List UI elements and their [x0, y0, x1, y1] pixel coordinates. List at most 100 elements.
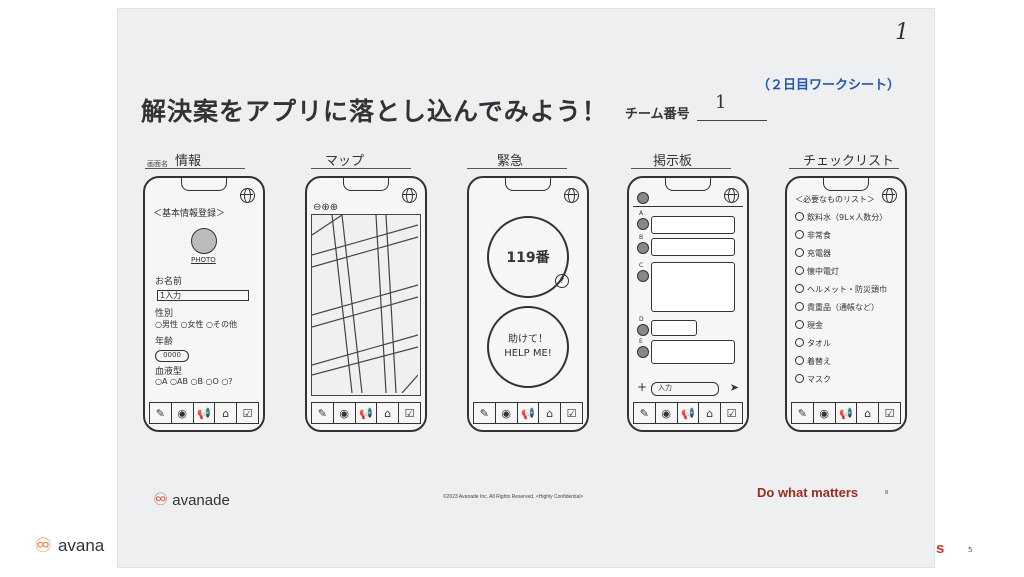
phone-board-screen: A B C D E + 入力 ➤ ✎ ◉ 📢 ⌂ ☑: [627, 176, 749, 432]
screen-label-info: 情報: [145, 150, 245, 169]
checklist-item[interactable]: 現金: [795, 320, 823, 331]
avatar: [637, 218, 649, 230]
checkbox-icon[interactable]: ☑: [404, 406, 415, 420]
checkbox-icon[interactable]: ☑: [726, 406, 737, 420]
check-circle-icon[interactable]: [795, 212, 804, 221]
send-icon[interactable]: ➤: [729, 381, 739, 394]
check-circle-icon[interactable]: [795, 374, 804, 383]
check-circle-icon[interactable]: [795, 284, 804, 293]
slide-page-number: 5: [968, 546, 973, 554]
checklist-item[interactable]: タオル: [795, 338, 831, 349]
message-bubble[interactable]: [651, 216, 735, 234]
screen-label-board: 掲示板: [631, 150, 731, 169]
check-circle-icon[interactable]: [795, 266, 804, 275]
gender-options[interactable]: ○男性 ○女性 ○その他: [155, 320, 238, 329]
map-pin-icon[interactable]: ◉: [334, 403, 356, 423]
check-circle-icon[interactable]: [795, 302, 804, 311]
house-icon[interactable]: ⌂: [857, 403, 880, 423]
zoom-controls[interactable]: ⊖⊕⊕: [313, 202, 339, 213]
worksheet-page-number: 1: [895, 20, 909, 45]
memo-icon[interactable]: ✎: [634, 403, 656, 423]
check-circle-icon[interactable]: [795, 338, 804, 347]
phone-notch: [823, 178, 869, 191]
screen-label-map: マップ: [311, 150, 411, 169]
photo-label[interactable]: PHOTO: [191, 256, 216, 264]
footer-page-number: 8: [885, 490, 889, 496]
map-pin-icon[interactable]: ◉: [656, 403, 678, 423]
checklist-item[interactable]: 非常食: [795, 230, 831, 241]
checklist-item[interactable]: ヘルメット・防災頭巾: [795, 284, 887, 295]
poster-letter: D: [639, 316, 644, 323]
memo-icon[interactable]: ✎: [792, 403, 814, 423]
screen-label-emergency-text: 緊急: [497, 154, 524, 169]
map-pin-icon[interactable]: ◉: [496, 403, 518, 423]
checklist-item-label: 懐中電灯: [807, 267, 839, 276]
phone-notch: [665, 178, 711, 191]
memo-icon[interactable]: ✎: [312, 403, 334, 423]
label-line: [145, 168, 245, 169]
footer-copyright: ©2023 Avanade Inc. All Rights Reserved. …: [443, 494, 584, 500]
screen-label-map-text: マップ: [325, 154, 365, 169]
help-question-icon[interactable]: ?: [555, 274, 569, 288]
house-icon[interactable]: ⌂: [215, 403, 238, 423]
worksheet-title: 解決案をアプリに落とし込んでみよう！: [141, 97, 608, 126]
house-icon[interactable]: ⌂: [377, 403, 400, 423]
label-line: [311, 168, 411, 169]
checklist-item-label: 貴重品（通帳など）: [807, 303, 879, 312]
globe-icon[interactable]: [564, 188, 579, 203]
checkbox-icon[interactable]: ☑: [566, 406, 577, 420]
megaphone-icon[interactable]: 📢: [194, 403, 216, 423]
plus-icon[interactable]: +: [637, 380, 648, 394]
age-input[interactable]: 0000: [155, 350, 189, 362]
user-avatar-icon[interactable]: [637, 192, 649, 204]
house-icon[interactable]: ⌂: [539, 403, 562, 423]
call-119-button[interactable]: 119番: [487, 216, 569, 298]
avanade-mark-icon: ♾: [34, 535, 52, 557]
globe-icon[interactable]: [240, 188, 255, 203]
check-circle-icon[interactable]: [795, 356, 804, 365]
profile-photo-avatar[interactable]: [191, 228, 217, 254]
screen-label-info-text: 情報: [175, 154, 202, 169]
phone-notch: [343, 178, 389, 191]
megaphone-icon[interactable]: 📢: [678, 403, 700, 423]
checklist-item[interactable]: 貴重品（通帳など）: [795, 302, 879, 313]
checklist-item-label: 非常食: [807, 231, 831, 240]
header-divider: [633, 206, 743, 207]
message-input[interactable]: 入力: [651, 382, 719, 396]
message-bubble[interactable]: [651, 262, 735, 312]
checklist-item[interactable]: 飲料水（9L×人数分）: [795, 212, 887, 223]
checklist-item[interactable]: 着替え: [795, 356, 831, 367]
checkbox-icon[interactable]: ☑: [242, 406, 253, 420]
checklist-header: ＜必要なものリスト＞: [795, 195, 875, 204]
checklist-item-label: 飲料水（9L×人数分）: [807, 213, 888, 222]
message-bubble[interactable]: [651, 320, 697, 336]
checklist-item[interactable]: 懐中電灯: [795, 266, 839, 277]
map-pin-icon[interactable]: ◉: [172, 403, 194, 423]
check-circle-icon[interactable]: [795, 248, 804, 257]
map-pin-icon[interactable]: ◉: [814, 403, 836, 423]
check-circle-icon[interactable]: [795, 320, 804, 329]
check-circle-icon[interactable]: [795, 230, 804, 239]
slide-logo: ♾ avana: [34, 536, 104, 556]
footer-logo-text: avanade: [172, 491, 230, 509]
message-bubble[interactable]: [651, 238, 735, 256]
name-input[interactable]: 1入力: [157, 290, 249, 301]
memo-icon[interactable]: ✎: [474, 403, 496, 423]
slide-logo-text: avana: [57, 536, 105, 555]
globe-icon[interactable]: [724, 188, 739, 203]
megaphone-icon[interactable]: 📢: [356, 403, 378, 423]
checkbox-icon[interactable]: ☑: [884, 406, 895, 420]
house-icon[interactable]: ⌂: [699, 403, 722, 423]
globe-icon[interactable]: [882, 188, 897, 203]
checklist-item[interactable]: マスク: [795, 374, 831, 385]
globe-icon[interactable]: [402, 188, 417, 203]
map-area[interactable]: [311, 214, 421, 396]
megaphone-icon[interactable]: 📢: [518, 403, 540, 423]
checklist-item[interactable]: 充電器: [795, 248, 831, 259]
message-bubble[interactable]: [651, 340, 735, 364]
megaphone-icon[interactable]: 📢: [836, 403, 858, 423]
poster-letter: C: [639, 262, 644, 269]
memo-icon[interactable]: ✎: [150, 403, 172, 423]
help-me-button[interactable]: 助けて！ HELP ME!: [487, 306, 569, 388]
blood-type-options[interactable]: ○A ○AB ○B ○O ○?: [155, 377, 233, 386]
